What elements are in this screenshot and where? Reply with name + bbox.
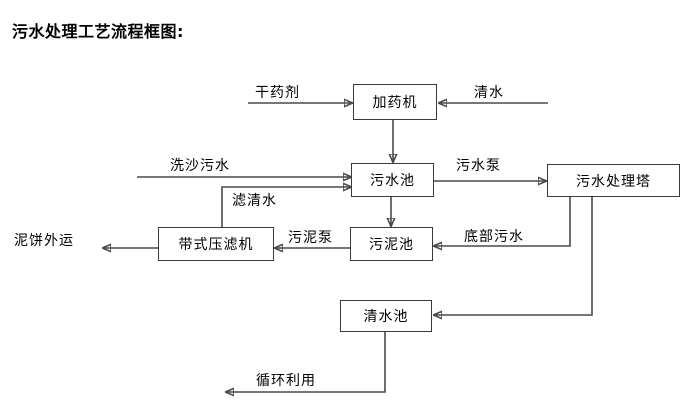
label-bottom-sewage: 底部污水 [464,229,524,245]
wire-tower-to-clean-water-pool [434,197,593,315]
label-recycle-reuse: 循环利用 [256,373,316,389]
label-sand-wash-sewage: 洗沙污水 [170,158,230,174]
wire-tower-bottom-sewage-to-sludge-pool [434,197,571,246]
wire-filtered-water-to-sewage-pool [221,187,351,227]
node-sludge-pool[interactable]: 污泥池 [350,227,433,261]
label-sewage-pump: 污水泵 [456,158,501,174]
label-dry-chemical: 干药剂 [255,85,300,101]
wire-clean-water-pool-to-recycle [226,331,386,392]
label-clean-water-in: 清水 [474,85,504,101]
node-treatment-tower[interactable]: 污水处理塔 [547,164,680,197]
label-mud-cake-out: 泥饼外运 [14,233,74,249]
label-filtered-clear-water: 滤清水 [232,193,277,209]
node-sewage-pool[interactable]: 污水池 [351,163,434,197]
node-dosing-machine[interactable]: 加药机 [353,84,437,120]
node-belt-filter-press[interactable]: 带式压滤机 [158,227,274,261]
label-sludge-pump: 污泥泵 [288,230,333,246]
node-clean-water-pool[interactable]: 清水池 [340,300,432,332]
page-title: 污水处理工艺流程框图: [12,22,184,41]
